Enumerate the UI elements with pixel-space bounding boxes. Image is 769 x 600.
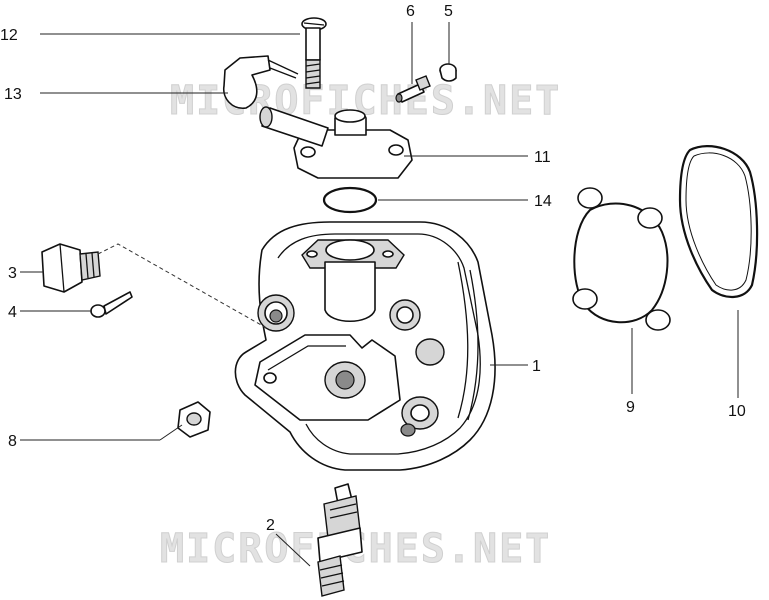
cap-icon[interactable] bbox=[439, 63, 457, 82]
callout-11: 11 bbox=[534, 149, 551, 166]
callout-9: 9 bbox=[626, 399, 635, 416]
callout-13: 13 bbox=[4, 86, 22, 103]
bolt-icon[interactable] bbox=[301, 17, 327, 89]
cylinder-head-icon[interactable] bbox=[234, 221, 496, 471]
callout-labels: 12 13 6 5 11 14 3 4 1 9 10 8 2 bbox=[0, 3, 746, 534]
callout-1: 1 bbox=[532, 358, 541, 375]
hose-clamp-icon[interactable] bbox=[222, 55, 299, 109]
callout-12: 12 bbox=[0, 27, 18, 44]
leader-3-dashed bbox=[97, 243, 271, 331]
callout-4: 4 bbox=[8, 304, 17, 321]
leader-lines bbox=[20, 22, 739, 567]
hex-nut-icon[interactable] bbox=[177, 401, 211, 438]
thermostat-housing-icon[interactable] bbox=[259, 106, 413, 179]
o-ring-icon[interactable] bbox=[322, 186, 378, 214]
callout-6: 6 bbox=[406, 3, 415, 20]
spark-plug-icon[interactable] bbox=[317, 483, 363, 597]
leader-2 bbox=[275, 533, 311, 567]
callout-3: 3 bbox=[8, 265, 17, 282]
callout-14: 14 bbox=[534, 193, 552, 210]
callout-8: 8 bbox=[8, 433, 17, 450]
head-gasket-icon[interactable] bbox=[572, 187, 671, 331]
cover-gasket-icon[interactable] bbox=[678, 145, 759, 298]
bleed-valve-icon[interactable] bbox=[395, 75, 431, 103]
screw-icon[interactable] bbox=[90, 291, 133, 318]
callout-5: 5 bbox=[444, 3, 453, 20]
leader-8b bbox=[159, 424, 183, 441]
callout-10: 10 bbox=[728, 403, 746, 420]
callout-2: 2 bbox=[266, 517, 275, 534]
plug-screw-icon[interactable] bbox=[41, 243, 101, 293]
